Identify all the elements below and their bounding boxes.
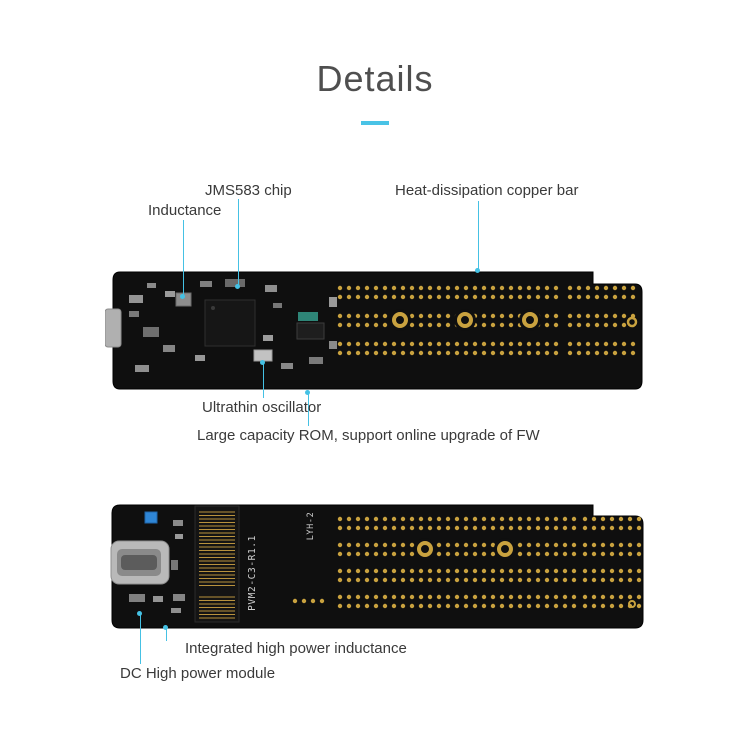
leader-dot-copper-bar — [475, 268, 480, 273]
title-accent-bar — [361, 121, 389, 125]
capacitor — [298, 312, 318, 321]
leader-oscillator — [263, 362, 264, 398]
callout-jms583-chip: JMS583 chip — [205, 182, 292, 199]
leader-rom — [308, 392, 309, 426]
leader-dot-inductance — [180, 294, 185, 299]
callout-oscillator: Ultrathin oscillator — [202, 399, 322, 416]
mount-holes — [389, 309, 638, 331]
leader-dot-dc-module — [137, 611, 142, 616]
leader-dot-rom — [305, 390, 310, 395]
pcb-top-view — [105, 271, 643, 390]
leader-inductance — [183, 220, 184, 297]
callout-power-inductance: Integrated high power inductance — [185, 640, 407, 657]
silkscreen-code: LYH-2 — [306, 512, 316, 541]
m2-slot — [194, 505, 240, 623]
callout-inductance: Inductance — [148, 202, 222, 219]
leader-dot-jms583 — [235, 284, 240, 289]
smd-components — [129, 279, 337, 372]
callout-rom: Large capacity ROM, support online upgra… — [197, 427, 540, 444]
leader-dc-module — [140, 613, 141, 664]
pcb-bottom-view: PVM2-C3-R1.1 LYH-2 — [110, 504, 644, 629]
pcb-body — [111, 504, 644, 629]
callout-dc-module: DC High power module — [120, 665, 276, 682]
page-title: Details — [316, 58, 434, 99]
copper-bar-dots — [292, 516, 642, 609]
leader-dot-power-inductance — [163, 625, 168, 630]
leader-copper-bar — [478, 201, 479, 271]
leader-power-inductance — [166, 628, 167, 641]
smd-components — [129, 520, 185, 613]
leader-dot-oscillator — [260, 360, 265, 365]
jms583-chip — [204, 299, 256, 347]
rom-chip — [296, 322, 325, 340]
usb-c-connector — [110, 540, 170, 585]
power-inductor — [144, 511, 158, 524]
silkscreen-model: PVM2-C3-R1.1 — [247, 535, 258, 611]
mount-holes — [414, 538, 636, 608]
callout-copper-bar: Heat-dissipation copper bar — [395, 182, 579, 199]
leader-jms583 — [238, 199, 239, 287]
usb-connector — [105, 308, 122, 348]
